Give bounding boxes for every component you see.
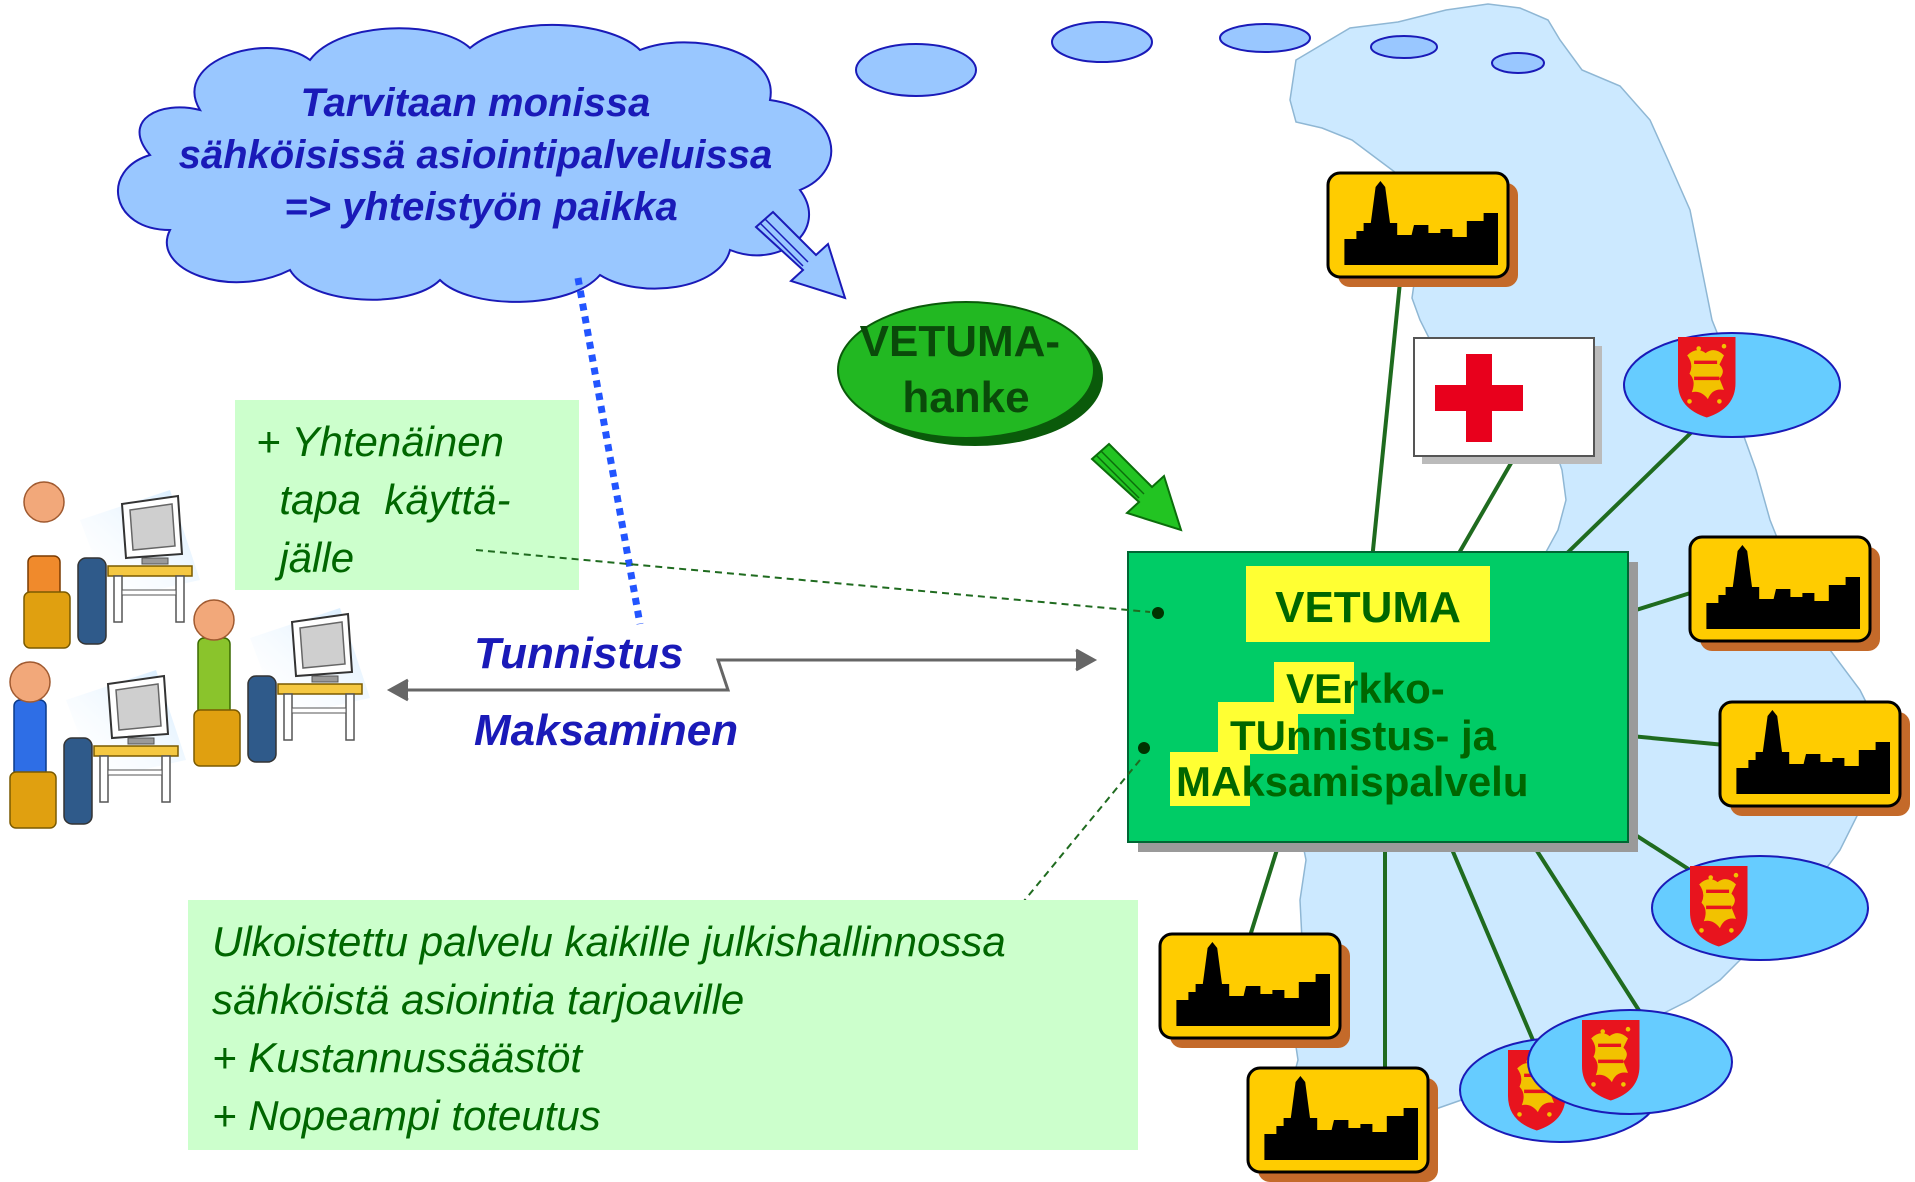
- benefit-box: [235, 400, 579, 590]
- city-skyline-icon: [1326, 171, 1518, 287]
- cloud-line: sähköisissä asiointipalveluissa: [179, 133, 773, 177]
- cloud-line: Tarvitaan monissa: [301, 81, 651, 125]
- thought-bubble: [1051, 21, 1153, 63]
- outsourced-line: sähköistä asiointia tarjoaville: [212, 976, 744, 1023]
- thought-bubble: [1219, 23, 1311, 53]
- leader-line: [475, 549, 1151, 613]
- outsourced-box: [188, 900, 1138, 1150]
- finnish-coat-of-arms-icon: [1651, 855, 1869, 961]
- vetuma-expansion: nnistus- ja: [1286, 712, 1497, 759]
- project-ellipse: [837, 301, 1095, 439]
- vetuma-acronym-letters: VE: [1286, 665, 1342, 712]
- connector-lines: [1248, 281, 1726, 1070]
- service-link-arrow: [386, 648, 1098, 702]
- vetuma-expansion: rkko-: [1342, 665, 1445, 712]
- anchor-dot: [1152, 607, 1164, 619]
- svg-text:VETUMA- hanke: VETUMA- hanke: [860, 317, 1073, 422]
- cloud-line: => yhteistyön paikka: [284, 185, 678, 229]
- project-line: hanke: [902, 373, 1029, 422]
- outsourced-line: Ulkoistettu palvelu kaikille julkishalli…: [212, 918, 1006, 965]
- finnish-coat-of-arms-icon: [1623, 332, 1841, 438]
- svg-text:Ulkoistettu palvelu kaikille j: Ulkoistettu palvelu kaikille julkishalli…: [212, 918, 1017, 1139]
- finnish-coat-of-arms-icon: [1527, 1009, 1733, 1115]
- outsourced-line: + Kustannussäästöt: [212, 1034, 584, 1081]
- thought-cloud-icon: [116, 24, 833, 303]
- vetuma-title: VETUMA: [1275, 583, 1461, 632]
- vetuma-acronym-letters: TU: [1230, 712, 1286, 759]
- city-skyline-icon: [1246, 1066, 1438, 1182]
- vetuma-acronym-letters: MA: [1176, 758, 1241, 805]
- outsourced-line: + Nopeampi toteutus: [212, 1092, 601, 1139]
- benefit-line: tapa käyttä-: [256, 476, 510, 523]
- svg-text:Tarvitaan monissa sähköisi: Tarvitaan monissa sähköisissä asiointipa…: [179, 81, 784, 229]
- vetuma-expansion: ksamispalvelu: [1241, 758, 1528, 805]
- city-skyline-icon: [1158, 932, 1350, 1048]
- red-cross-icon: [1413, 337, 1602, 464]
- block-arrow-icon: [1090, 442, 1183, 532]
- computer-user-icon: [193, 599, 370, 767]
- anchor-dot: [1138, 742, 1150, 754]
- svg-text:VErkko- TUnnistus- ja: VErkko- TUnnistus- ja MAksamispalvelu: [1176, 665, 1529, 805]
- project-line: VETUMA-: [860, 317, 1060, 366]
- benefit-line: + Yhtenäinen: [256, 418, 504, 465]
- leader-line: [1009, 759, 1141, 919]
- dotted-link: [574, 277, 644, 625]
- thought-bubble: [1491, 52, 1545, 74]
- city-skyline-icon: [1718, 700, 1910, 816]
- block-arrow-icon: [754, 210, 847, 300]
- svg-text:+ Yhtenäinen tapa käytt: + Yhtenäinen tapa käyttä- jälle: [256, 418, 522, 581]
- service-identification: Tunnistus: [474, 629, 683, 678]
- thought-bubble: [855, 43, 977, 97]
- service-payment: Maksaminen: [474, 706, 738, 755]
- computer-user-icon: [23, 481, 200, 649]
- computer-user-icon: [9, 661, 186, 829]
- benefit-line: jälle: [256, 534, 354, 581]
- thought-bubble: [1370, 35, 1438, 59]
- city-skyline-icon: [1688, 535, 1880, 651]
